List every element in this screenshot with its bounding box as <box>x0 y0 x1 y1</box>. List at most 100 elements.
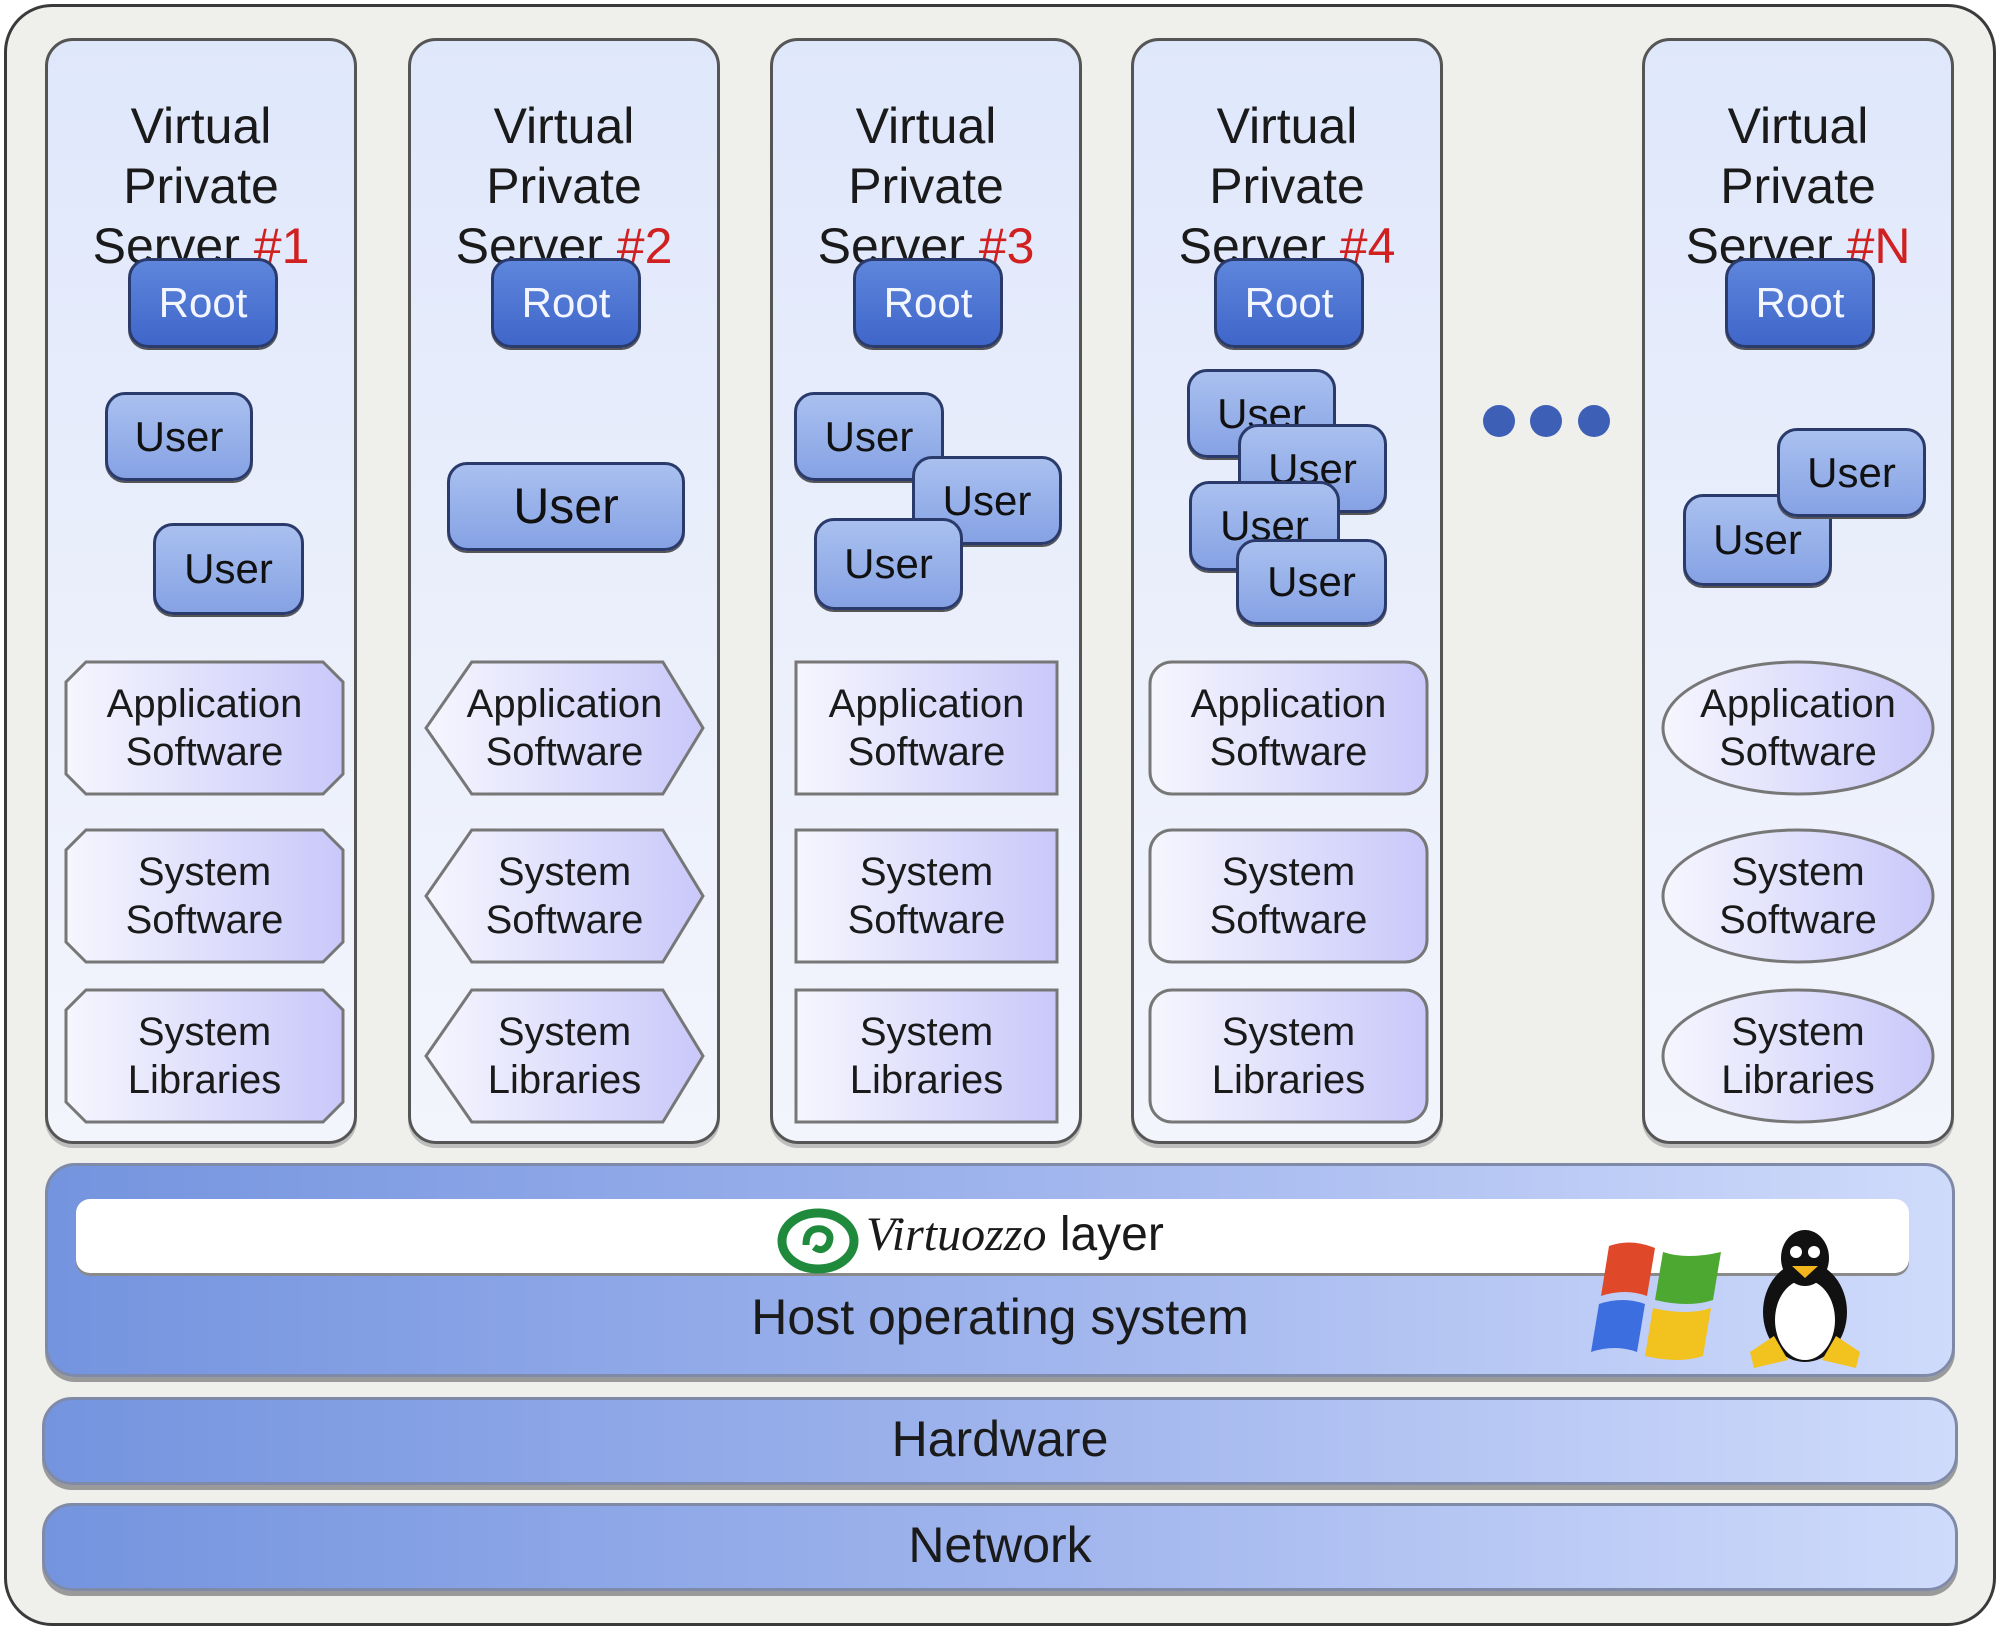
rounded-bevel-shape <box>64 660 345 796</box>
layer-label-line: Software <box>1719 898 1877 942</box>
vps-title-line: Virtual <box>855 98 997 154</box>
layer-label-line: Software <box>485 898 644 942</box>
user-box: User <box>153 523 304 615</box>
network-layer: Network <box>42 1503 1958 1591</box>
layer-label-line: Application <box>1700 682 1896 726</box>
windows-logo-icon <box>1591 1242 1721 1360</box>
layer-label-line: System <box>497 1010 632 1054</box>
root-box: Root <box>128 258 278 348</box>
layer-label-line: Application <box>466 682 663 726</box>
hexagon-shape <box>424 660 705 796</box>
root-box: Root <box>853 258 1003 348</box>
layer-label-line: System <box>1731 1010 1865 1054</box>
ellipsis-dot <box>1483 405 1515 437</box>
user-box: User <box>447 462 685 551</box>
layer-label-line: Libraries <box>487 1058 642 1102</box>
layer-label-line: System <box>497 850 632 894</box>
vps-title-line: Virtual <box>130 98 272 154</box>
vps-title-line: Private <box>1720 158 1876 214</box>
host-os-label: Host operating system <box>751 1289 1249 1345</box>
layer-label-line: Application <box>1190 682 1387 726</box>
ellipsis-dot <box>1530 405 1562 437</box>
rectangle-shape <box>794 988 1059 1124</box>
layer-label-line: Software <box>125 730 284 774</box>
network-label: Network <box>908 1517 1092 1573</box>
layer-label-line: System <box>1221 850 1356 894</box>
rounded-shape <box>1148 660 1429 796</box>
layer-label-line: Software <box>485 730 644 774</box>
hexagon-shape <box>424 988 705 1124</box>
layer-label-line: System <box>859 1010 994 1054</box>
root-box: Root <box>1725 258 1875 348</box>
layer-label-line: System <box>1221 1010 1356 1054</box>
layer-label-line: Software <box>847 898 1006 942</box>
rounded-shape <box>1148 988 1429 1124</box>
virtuozzo-layer: Virtuozzo layer <box>76 1199 1909 1274</box>
layer-label-line: System <box>137 850 272 894</box>
rounded-bevel-shape <box>64 828 345 964</box>
user-box: User <box>814 518 963 610</box>
layer-label-line: Application <box>828 682 1025 726</box>
vps-title-line: Virtual <box>1216 98 1358 154</box>
virtuozzo-logo-icon <box>777 1208 859 1274</box>
root-box: Root <box>491 258 641 348</box>
layer-label-line: Libraries <box>1211 1058 1366 1102</box>
ellipse-shape <box>1661 988 1935 1124</box>
layer-label-line: Software <box>1209 898 1368 942</box>
layer-label-line: Libraries <box>849 1058 1004 1102</box>
host-os-layer: Virtuozzo layer Host operating system <box>45 1163 1955 1377</box>
vps-title-line: Virtual <box>493 98 635 154</box>
layer-label-line: Software <box>1719 730 1877 774</box>
user-box: User <box>105 392 253 481</box>
rounded-bevel-shape <box>64 988 345 1124</box>
layer-label-line: Software <box>1209 730 1368 774</box>
hexagon-shape <box>424 828 705 964</box>
layer-label-line: Software <box>847 730 1006 774</box>
vps-title-line: Private <box>123 158 279 214</box>
virtuozzo-suffix: layer <box>1059 1208 1164 1261</box>
vps-title-line: Virtual <box>1727 98 1869 154</box>
root-box: Root <box>1214 258 1364 348</box>
rectangle-shape <box>794 828 1059 964</box>
layer-label-line: Libraries <box>1721 1058 1875 1102</box>
ellipsis-dot <box>1578 405 1610 437</box>
layer-label-line: Libraries <box>127 1058 282 1102</box>
vps-title-line: Private <box>486 158 642 214</box>
linux-tux-icon <box>1750 1230 1860 1368</box>
